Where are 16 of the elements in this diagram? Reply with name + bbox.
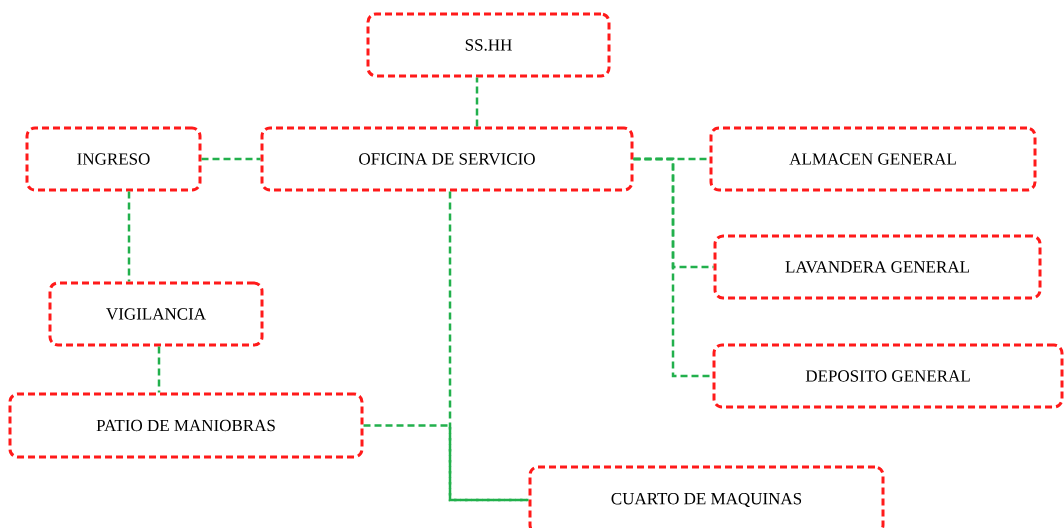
- room-box: SS.HH: [366, 12, 611, 78]
- connector-line: [127, 191, 131, 282]
- room-box: PATIO DE MANIOBRAS: [8, 392, 364, 459]
- room-box: VIGILANCIA: [48, 281, 264, 347]
- connector-line: [448, 191, 529, 502]
- room-box: ALMACEN GENERAL: [709, 126, 1037, 192]
- connector-line: [201, 157, 261, 161]
- room-box: INGRESO: [25, 126, 202, 192]
- room-box: CUARTO DE MAQUINAS: [528, 465, 885, 528]
- connector-line: [633, 157, 713, 378]
- room-box: DEPOSITO GENERAL: [712, 343, 1064, 409]
- connector-line: [363, 424, 529, 502]
- room-box: OFICINA DE SERVICIO: [260, 126, 634, 192]
- connector-line: [475, 77, 479, 127]
- room-box: LAVANDERA GENERAL: [713, 234, 1042, 300]
- connector-line: [157, 346, 161, 393]
